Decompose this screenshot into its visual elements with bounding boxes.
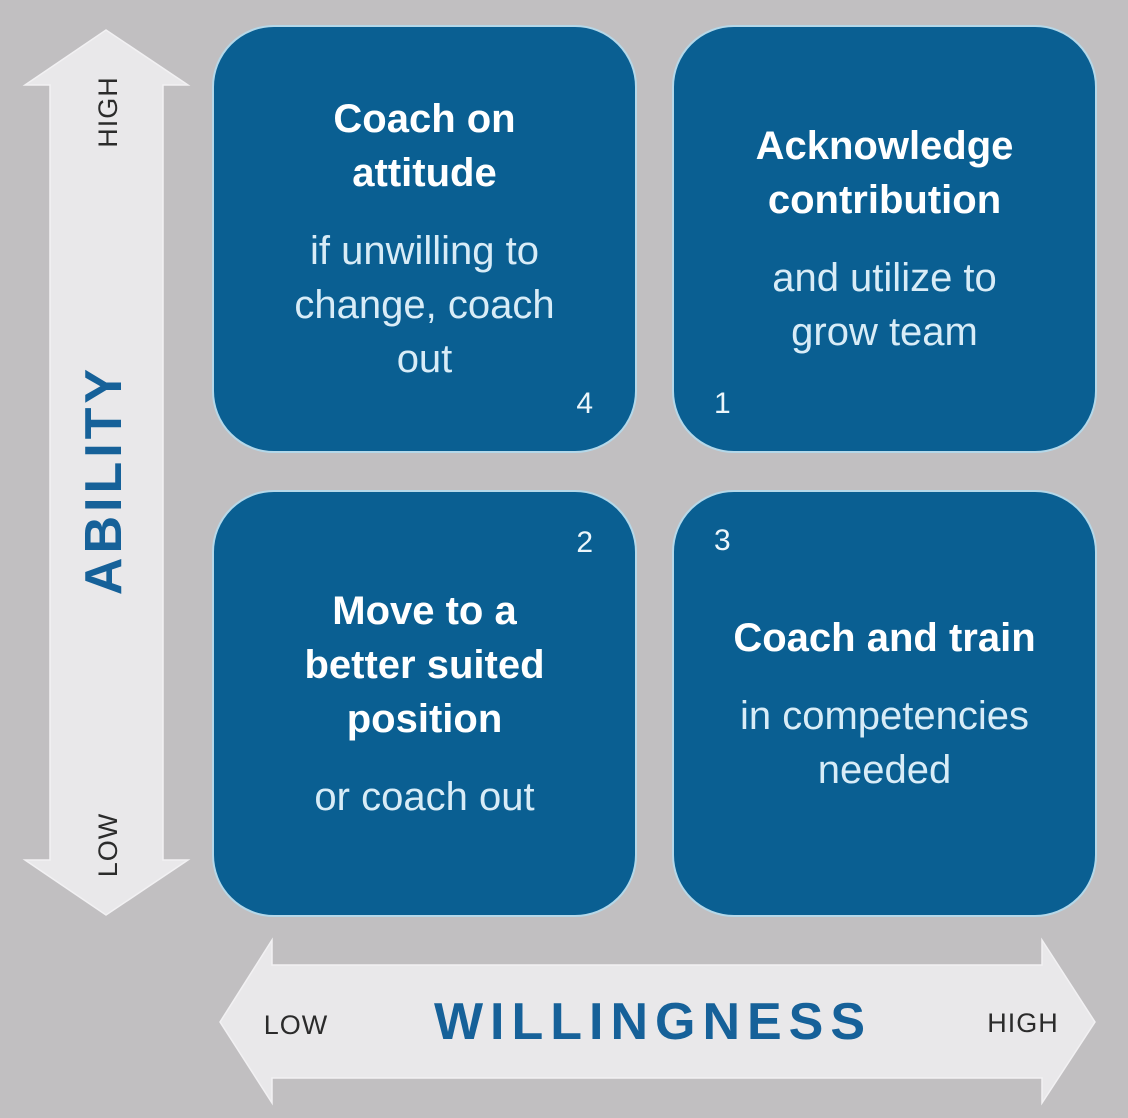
willingness-low-label: LOW	[263, 1010, 329, 1040]
ability-low-label: LOW	[93, 812, 123, 878]
quadrant-body: if unwilling to change, coach out	[294, 229, 555, 381]
quadrant-title: Acknowledge contribution	[755, 124, 1014, 222]
quadrant-3-coach-and-train: Coach and train in competencies needed 3	[672, 490, 1097, 917]
quadrant-body: and utilize to grow team	[772, 256, 997, 354]
willingness-axis-title: WILLINGNESS	[433, 993, 873, 1051]
quadrant-body: or coach out	[314, 774, 535, 819]
quadrant-4-coach-on-attitude: Coach on attitude if unwilling to change…	[212, 25, 637, 453]
willingness-high-label: HIGH	[987, 1008, 1059, 1038]
ability-high-label: HIGH	[93, 76, 123, 148]
ability-axis-title: ABILITY	[75, 364, 133, 596]
quadrant-1-acknowledge-contribution: Acknowledge contribution and utilize to …	[672, 25, 1097, 453]
quadrant-title: Coach and train	[733, 615, 1036, 660]
quadrant-number: 1	[714, 387, 731, 420]
quadrant-body: in competencies needed	[739, 693, 1030, 792]
quadrant-number: 3	[714, 524, 731, 557]
quadrant-number: 2	[576, 526, 593, 559]
quadrant-number: 4	[576, 387, 593, 420]
quadrant-title: Move to a better suited position	[304, 588, 545, 741]
quadrant-title: Coach on attitude	[333, 97, 516, 195]
quadrant-2-move-to-better-position: Move to a better suited position or coac…	[212, 490, 637, 917]
